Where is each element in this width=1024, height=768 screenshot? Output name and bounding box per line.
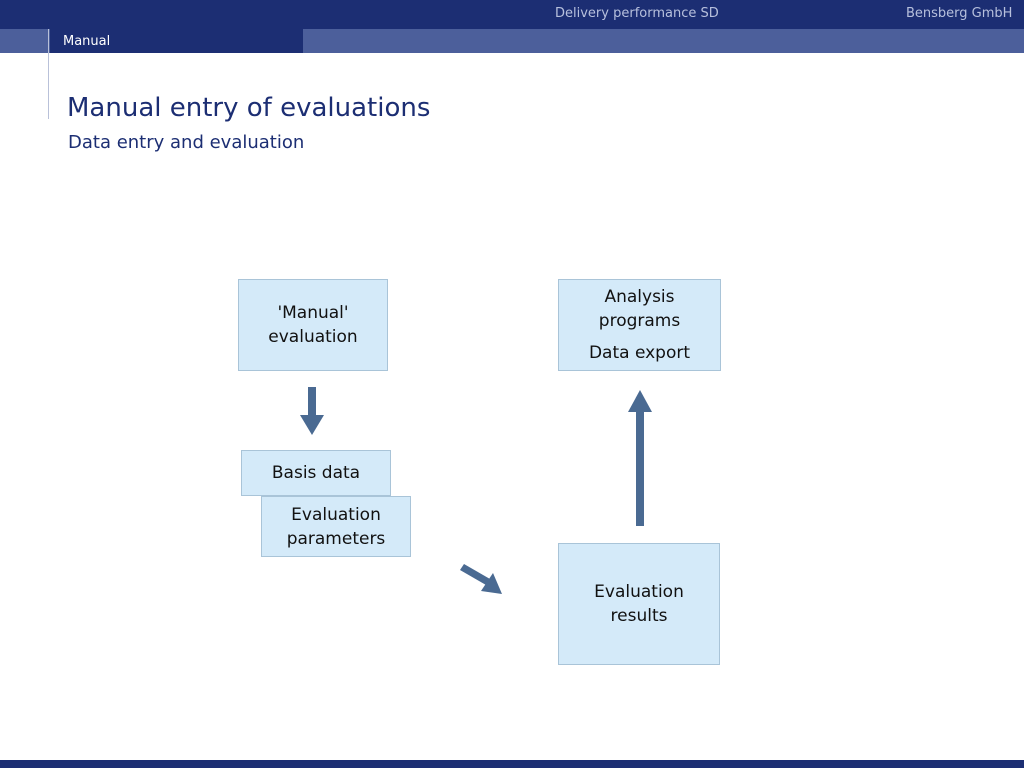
tab-manual-label: Manual (63, 34, 111, 49)
manual-evaluation-line-1: 'Manual' (277, 303, 349, 323)
page-title: Manual entry of evaluations (67, 93, 431, 123)
evaluation-parameters-box: Evaluation parameters (261, 496, 411, 557)
arrow-diagonal-icon (460, 564, 502, 594)
arrow-down-icon (300, 387, 324, 435)
evaluation-results-line-1: Evaluation (594, 582, 684, 602)
vertical-divider (48, 29, 49, 119)
analysis-programs-line-1: Analysis (604, 287, 675, 307)
evaluation-results-line-2: results (610, 606, 668, 626)
top-header-bar (0, 0, 1024, 29)
manual-evaluation-box: 'Manual' evaluation (238, 279, 388, 371)
arrow-up-icon (628, 390, 652, 526)
bottom-footer-bar (0, 760, 1024, 768)
manual-evaluation-line-2: evaluation (268, 327, 358, 347)
evaluation-results-box: Evaluation results (558, 543, 720, 665)
company-name: Bensberg GmbH (906, 6, 1013, 21)
analysis-programs-line-2: programs (598, 311, 681, 331)
page-subtitle: Data entry and evaluation (68, 132, 305, 153)
presentation-title: Delivery performance SD (555, 6, 719, 21)
analysis-programs-box: Analysis programs Data export (558, 279, 721, 371)
tab-manual[interactable]: Manual (50, 29, 303, 53)
evaluation-parameters-line-1: Evaluation (291, 504, 381, 525)
evaluation-parameters-line-2: parameters (286, 528, 386, 549)
data-export-label: Data export (588, 343, 691, 363)
basis-data-box: Basis data (241, 450, 391, 496)
basis-data-label: Basis data (271, 463, 361, 483)
